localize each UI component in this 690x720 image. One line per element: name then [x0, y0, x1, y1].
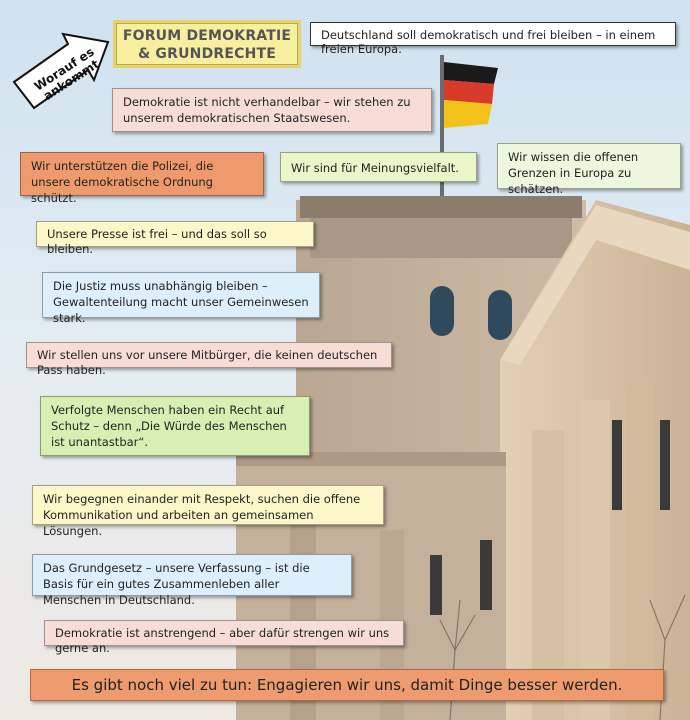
statement-card: Demokratie ist anstrengend – aber dafür …: [44, 620, 404, 655]
title-line-1: FORUM DEMOKRATIE: [122, 28, 292, 44]
statement-card: Verfolgte Menschen haben ein Recht auf S…: [40, 396, 310, 456]
footer-banner: Es gibt noch viel zu tun: Engagieren wir…: [30, 669, 664, 701]
statement-card: Das Grundgesetz – unsere Verfassung – is…: [32, 554, 352, 607]
statement-card: Wir begegnen einander mit Respekt, suche…: [32, 485, 384, 538]
forum-title: FORUM DEMOKRATIE & GRUNDRECHTE: [113, 20, 301, 68]
title-line-2: & GRUNDRECHTE: [137, 46, 277, 62]
statement-card: Wir wissen die offenen Grenzen in Europa…: [497, 143, 681, 196]
statement-card: Wir unterstützen die Polizei, die unsere…: [20, 152, 264, 205]
statement-card: Wir stellen uns vor unsere Mitbürger, di…: [26, 342, 392, 377]
statement-card: Unsere Presse ist frei – und das soll so…: [36, 221, 314, 256]
statement-card: Die Justiz muss unabhängig bleiben – Gew…: [42, 272, 320, 325]
worauf-es-ankommt-arrow: Worauf es ankommt: [8, 22, 118, 112]
statement-card: Demokratie ist nicht verhandelbar – wir …: [112, 88, 432, 132]
statement-card: Deutschland soll demokratisch und frei b…: [310, 22, 676, 56]
statement-card: Wir sind für Meinungsvielfalt.: [280, 152, 477, 182]
arrow-shape-icon: [12, 32, 110, 110]
